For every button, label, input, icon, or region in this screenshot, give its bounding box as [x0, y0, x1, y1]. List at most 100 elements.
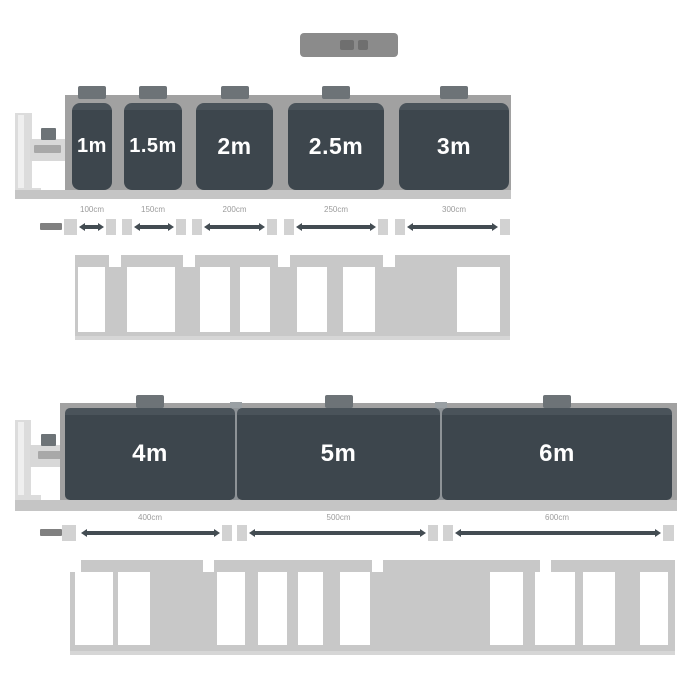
dimension-arrowhead-left [455, 529, 461, 537]
fence-top-notch [70, 560, 81, 572]
size-panel: 3m [399, 103, 509, 190]
panel-sub-label: 400cm [137, 513, 163, 522]
dimension-arrow-bar [412, 225, 493, 229]
dimension-arrowhead-right [214, 529, 220, 537]
fence-top-notch [278, 255, 290, 267]
brand-logo-mark [358, 40, 368, 50]
height-gauge-highlight [18, 422, 24, 502]
fence-slot [127, 267, 175, 332]
dimension-arrow-bar [139, 225, 169, 229]
dimension-arrowhead-right [259, 223, 265, 231]
dimension-arrow-bar [86, 531, 215, 535]
dimension-post-marker [443, 525, 453, 541]
height-gauge-tab [41, 434, 56, 446]
dimension-post-marker [395, 219, 405, 235]
dimension-post-marker [663, 525, 674, 541]
dimension-arrowhead-right [168, 223, 174, 231]
fence-slot [583, 572, 615, 645]
panel-sub-label: 100cm [79, 205, 105, 214]
panel-junction-post [438, 408, 444, 500]
dimension-post-marker [176, 219, 186, 235]
dimension-arrowhead-left [79, 223, 85, 231]
panel-junction-post [233, 408, 239, 500]
panel-sub-label: 150cm [140, 205, 166, 214]
fence-top-notch [540, 560, 551, 572]
panel-handle-tab [543, 395, 571, 408]
fence-top-notch [372, 560, 383, 572]
fence-top-notch [383, 255, 395, 267]
dimension-arrow-bar [254, 531, 421, 535]
dimension-arrow-bar [301, 225, 371, 229]
dimension-arrow-bar [209, 225, 260, 229]
fence-top-notch [203, 560, 214, 572]
dimension-left-label-smudge [40, 529, 62, 536]
size-panel: 1.5m [124, 103, 182, 190]
height-gauge-tab [41, 128, 56, 140]
dimension-post-marker [428, 525, 438, 541]
dimension-arrow-bar [84, 225, 99, 229]
brand-logo-mark [340, 40, 354, 50]
height-gauge-foot [15, 495, 41, 504]
size-panel: 2m [196, 103, 273, 190]
dimension-arrowhead-left [296, 223, 302, 231]
panel-junction-cap [435, 402, 447, 409]
panel-sub-label: 300cm [441, 205, 467, 214]
base-rail [15, 190, 511, 199]
fence-slot [118, 572, 150, 645]
fence-top-notch [109, 255, 121, 267]
panel-handle-tab [139, 86, 167, 99]
height-gauge-label-smudge [38, 451, 64, 459]
panel-sub-label: 600cm [544, 513, 570, 522]
dimension-post-marker [284, 219, 294, 235]
dimension-post-marker [378, 219, 388, 235]
fence-slot [240, 267, 270, 332]
dimension-arrowhead-left [81, 529, 87, 537]
dimension-arrow-bar [460, 531, 656, 535]
size-panel: 2.5m [288, 103, 384, 190]
panel-handle-tab [220, 86, 249, 99]
fence-top-notch [183, 255, 195, 267]
panel-handle-tab [324, 395, 353, 408]
dimension-post-marker [237, 525, 247, 541]
panel-sub-label: 250cm [323, 205, 349, 214]
dimension-post-marker [62, 525, 76, 541]
fence-bottom-highlight [75, 336, 510, 340]
dimension-arrowhead-left [249, 529, 255, 537]
panel-sub-label: 200cm [222, 205, 247, 214]
dimension-arrowhead-right [492, 223, 498, 231]
size-panel: 1m [72, 103, 112, 190]
fence-slot [490, 572, 523, 645]
dimension-arrowhead-right [655, 529, 661, 537]
dimension-post-marker [192, 219, 202, 235]
fence-slot [78, 267, 105, 332]
base-rail [15, 500, 677, 511]
dimension-arrowhead-right [98, 223, 104, 231]
panel-junction-cap [230, 402, 242, 409]
fence-slot [343, 267, 375, 332]
fence-slot [258, 572, 287, 645]
dimension-arrowhead-left [407, 223, 413, 231]
dimension-arrowhead-right [370, 223, 376, 231]
dimension-arrowhead-left [134, 223, 140, 231]
dimension-left-label-smudge [40, 223, 62, 230]
panel-handle-tab [78, 86, 106, 99]
fence-slot [640, 572, 668, 645]
fence-slot [298, 572, 323, 645]
panel-handle-tab [136, 395, 164, 408]
dimension-post-marker [500, 219, 510, 235]
fence-slot [200, 267, 230, 332]
dimension-arrowhead-right [420, 529, 426, 537]
panel-sub-label: 500cm [326, 513, 351, 522]
dimension-arrowhead-left [204, 223, 210, 231]
fence-slot [217, 572, 245, 645]
size-panel: 6m [442, 408, 672, 500]
size-panel: 5m [237, 408, 440, 500]
dimension-post-marker [122, 219, 132, 235]
panel-handle-tab [440, 86, 468, 99]
fence-slot [535, 572, 575, 645]
fence-slot [340, 572, 370, 645]
fence-slot [75, 572, 113, 645]
dimension-post-marker [267, 219, 277, 235]
dimension-post-marker [106, 219, 116, 235]
